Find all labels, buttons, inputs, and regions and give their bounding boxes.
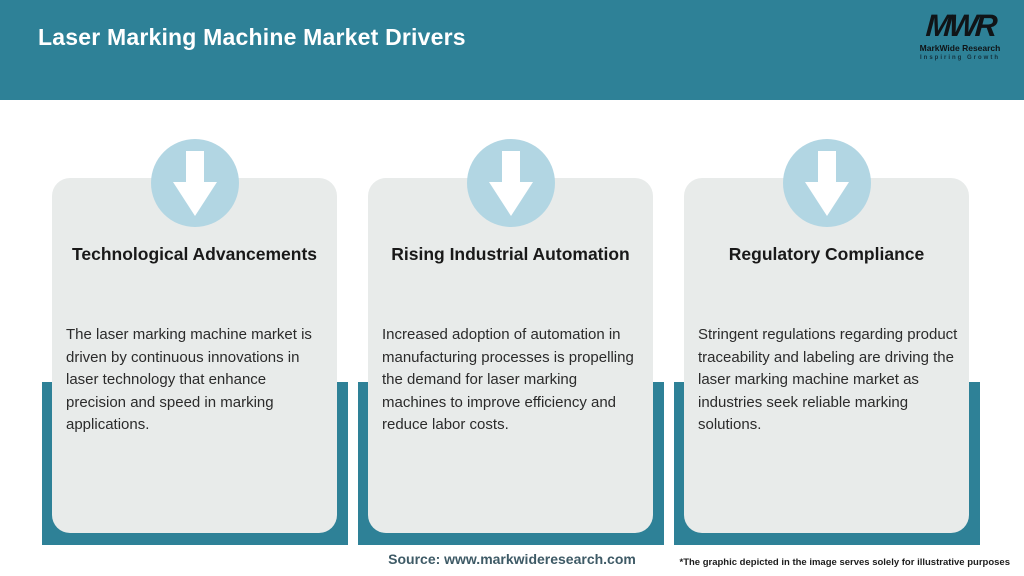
source-note: Source: www.markwideresearch.com [388,551,636,567]
card-panel [368,178,653,533]
icon-circle [466,139,555,227]
card-panel [684,178,969,533]
down-arrow-icon [172,149,218,217]
card-title: Rising Industrial Automation [391,244,630,264]
page-title: Laser Marking Machine Market Drivers [38,24,466,50]
card-title: Technological Advancements [71,244,318,264]
header-bar: Laser Marking Machine Market Drivers MWR… [0,0,1024,100]
card-panel [52,178,337,533]
mwr-monogram: MWR [924,8,996,43]
icon-circle [782,139,871,227]
icon-circle [150,139,239,227]
driver-card-regulatory-compliance: Regulatory Compliance Stringent regulati… [674,139,980,545]
driver-card-rising-industrial-automation: Rising Industrial Automation Increased a… [358,139,664,545]
card-description: The laser marking machine market is driv… [66,326,312,433]
brand-tagline: Inspiring Growth [920,54,1000,61]
down-arrow-icon [488,149,534,217]
driver-card-technological-advancements: Technological Advancements The laser mar… [42,139,348,545]
card-title: Regulatory Compliance [728,244,925,264]
brand-name: MarkWide Research [919,43,1001,53]
card-description: Increased adoption of automation in manu… [382,326,634,433]
brand-logo: MWR MarkWide Research Inspiring Growth [915,8,1005,61]
down-arrow-icon [804,149,850,217]
card-description: Stringent regulations regarding product … [698,326,958,433]
disclaimer-note: *The graphic depicted in the image serve… [679,557,1011,568]
